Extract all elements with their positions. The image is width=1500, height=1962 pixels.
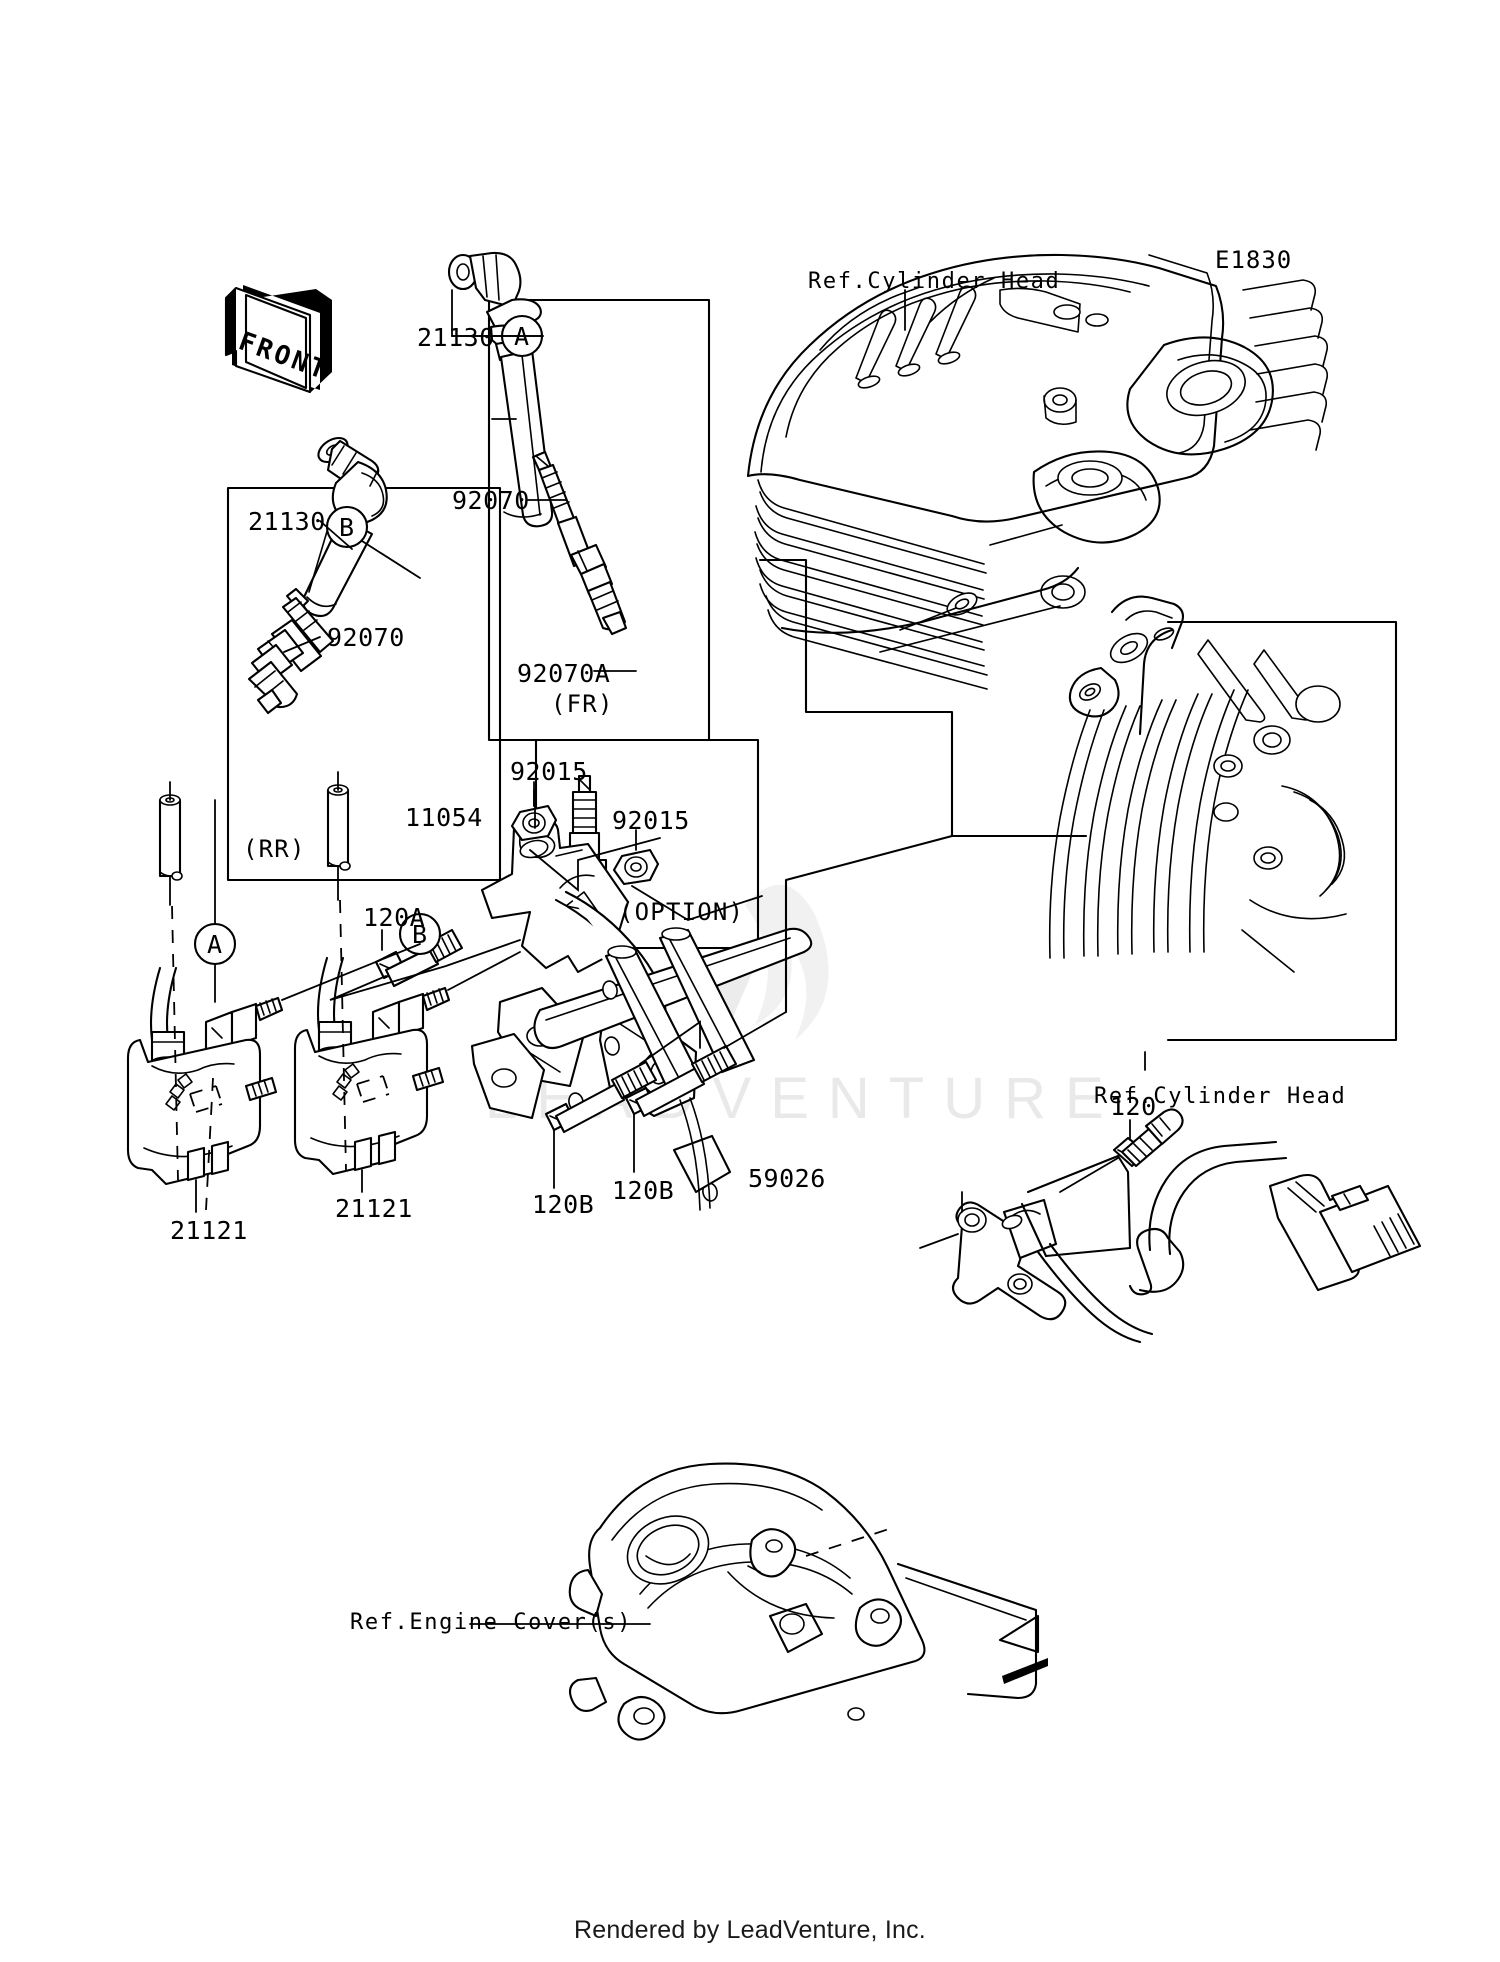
callout-letter-b-coil: B	[412, 920, 428, 949]
ref-cylinder-head-right-label: Ref.Cylinder Head	[1094, 1084, 1347, 1109]
footer-credit: Rendered by LeadVenture, Inc.	[574, 1916, 926, 1944]
pickup-sensor-59026-drawing	[951, 1140, 1422, 1344]
ref-cylinder-head-top-label: Ref.Cylinder Head	[808, 269, 1061, 294]
callout-letter-b-rear-box: B	[339, 513, 355, 542]
diagram-code: E1830	[1215, 246, 1293, 274]
ignition-coil-left-drawing	[126, 966, 284, 1186]
callout-letter-a-coil: A	[207, 930, 223, 959]
part-label-120b-right: 120B	[612, 1176, 675, 1205]
nut-92015-lower-drawing	[612, 848, 660, 886]
callout-pin-b-drawing	[326, 784, 351, 871]
part-label-92015-upper: 92015	[510, 757, 588, 786]
ref-engine-cover-label: Ref.Engine Cover(s)	[350, 1610, 633, 1635]
bolt-120-drawing	[1112, 1108, 1184, 1168]
front-arrow-badge	[224, 285, 332, 394]
cylinder-head-right-drawing	[1048, 595, 1398, 1042]
cylinder-head-top-drawing	[746, 253, 1329, 690]
part-label-11054: 11054	[405, 803, 483, 832]
front-box-tag: (FR)	[551, 690, 614, 718]
part-label-120: 120	[1110, 1092, 1157, 1121]
callout-letter-a-front-box: A	[514, 322, 530, 351]
part-label-92070-front: 92070	[452, 486, 530, 515]
bracket-11054-drawing	[470, 820, 813, 1211]
part-label-92070a-option: 92070A	[517, 659, 611, 688]
part-label-21130-rear: 21130	[248, 507, 326, 536]
leader-lines	[169, 289, 1146, 1625]
bolt-120b-left-drawing	[544, 1060, 658, 1134]
part-label-120b-left: 120B	[532, 1190, 595, 1219]
rear-spark-plug-drawing	[247, 587, 335, 715]
part-label-92015-lower: 92015	[612, 806, 690, 835]
part-label-59026: 59026	[748, 1164, 826, 1193]
part-label-120a: 120A	[363, 903, 426, 932]
option-box-tag: (OPTION)	[619, 898, 745, 926]
rear-box-tag: (RR)	[243, 835, 306, 863]
nut-92015-upper-drawing	[510, 804, 558, 842]
part-label-92070-rear: 92070	[327, 623, 405, 652]
part-label-21121-left: 21121	[170, 1216, 248, 1245]
bolt-120b-right-drawing	[624, 1044, 738, 1118]
part-label-21130-front: 21130	[417, 323, 495, 352]
part-label-21121-right: 21121	[335, 1194, 413, 1223]
engine-cover-drawing	[568, 1462, 1048, 1741]
front-spark-plug-drawing	[531, 450, 628, 636]
callout-pin-a-drawing	[158, 794, 183, 881]
ignition-coil-right-drawing	[293, 956, 451, 1176]
